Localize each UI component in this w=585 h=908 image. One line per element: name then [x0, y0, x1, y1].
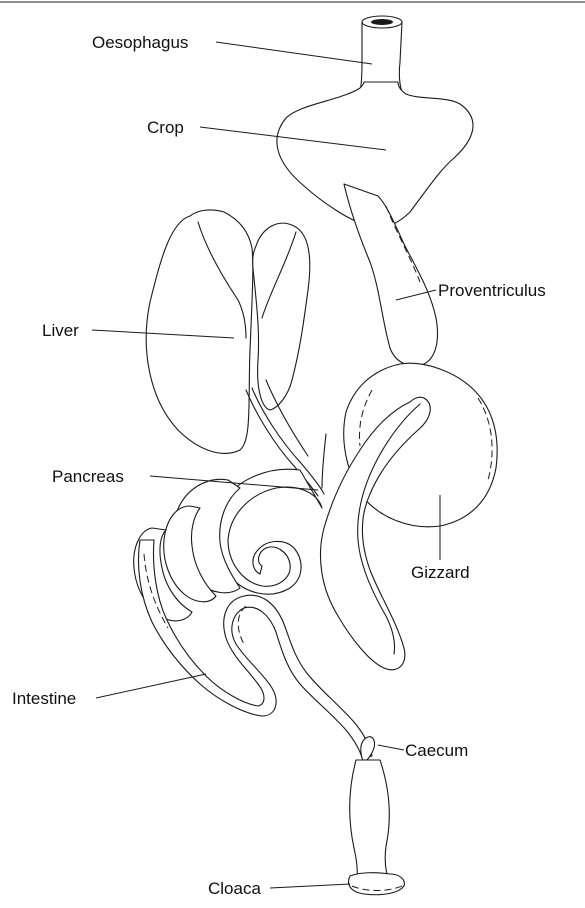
oesophagus-leader	[216, 42, 372, 64]
cloaca-leader	[270, 884, 350, 888]
label-intestine: Intestine	[12, 689, 76, 708]
caecum-organ	[361, 737, 375, 762]
liver-organ	[146, 210, 310, 453]
label-caecum: Caecum	[405, 741, 468, 760]
label-cloaca: Cloaca	[208, 879, 261, 898]
label-crop: Crop	[147, 118, 184, 137]
cloaca-organ	[349, 760, 405, 895]
intestine-leader	[96, 674, 206, 698]
label-oesophagus: Oesophagus	[92, 33, 188, 52]
label-liver: Liver	[42, 321, 79, 340]
label-gizzard: Gizzard	[411, 563, 470, 582]
oesophagus-organ	[360, 16, 402, 92]
label-proventriculus: Proventriculus	[438, 281, 546, 300]
caecum-leader	[378, 745, 404, 750]
label-pancreas: Pancreas	[52, 467, 124, 486]
